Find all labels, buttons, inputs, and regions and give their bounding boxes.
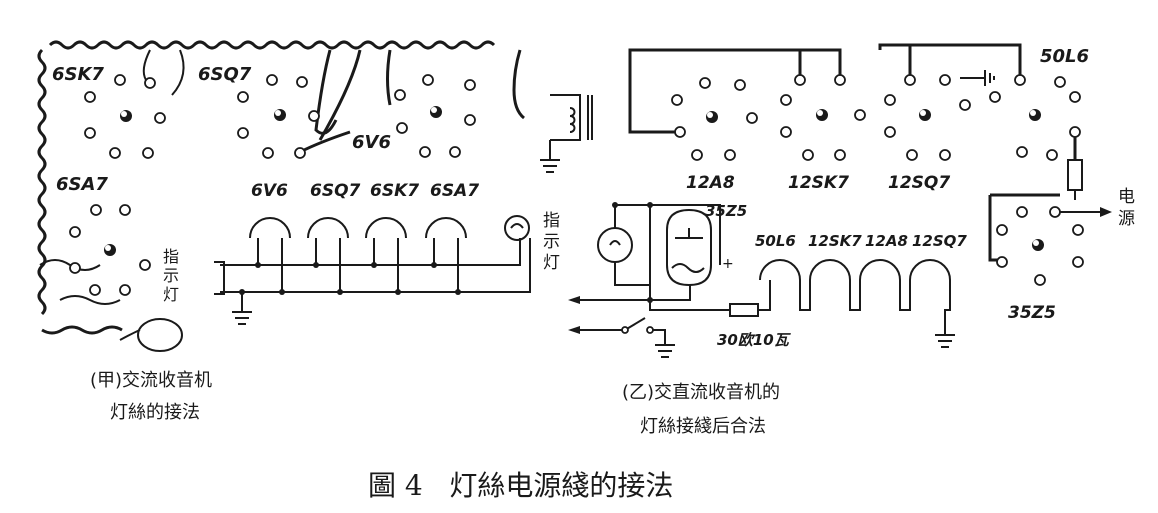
socket-35z5: 35Z5: [996, 206, 1084, 323]
socket-50l6: 50L6: [989, 46, 1089, 161]
socket-6sq7: 6SQ7: [198, 64, 320, 159]
tube-label: 6V6: [352, 132, 391, 153]
filaments-series: [759, 259, 951, 281]
panel-a-ac-receiver: 6SK7 6SQ7 6V6 6SA7: [37, 40, 593, 423]
wire-to-resistor: [649, 205, 730, 311]
socket-12sq7: 12SQ7: [884, 74, 971, 193]
schematic-tube-label: 6SQ7: [310, 181, 361, 201]
panel-b-ac-dc-receiver: 电源 12A8 12SK7 12SQ7 50L6: [568, 43, 1135, 437]
tube-label: 6SQ7: [198, 64, 252, 85]
tube-label: 6SK7: [52, 64, 104, 85]
power-label: 电源: [1118, 187, 1135, 229]
filament-6sa7: [425, 217, 467, 239]
socket-6sk7: 6SK7: [52, 64, 166, 159]
wire-transformer: [512, 49, 526, 120]
chassis-ground-top: [960, 70, 995, 86]
schematic-tube-label: 6SA7: [430, 181, 479, 201]
panel-b-caption-line1: (乙)交直流收音机的: [622, 382, 780, 403]
schematic-b: 35Z5 + 50L6 12SK7 12A8 12SQ7 30欧10瓦: [568, 202, 967, 358]
pilot-lamp-bulb: [119, 318, 183, 352]
bus-bottom: [220, 238, 531, 293]
schematic-tube-label: 6SK7: [370, 181, 419, 201]
wire-lamp: [59, 295, 121, 305]
rectifier-tube-35z5: [666, 208, 712, 287]
panel-a-caption-line1: (甲)交流收音机: [90, 370, 212, 391]
filament-6sk7: [365, 217, 407, 239]
panel-b-caption-line2: 灯絲接綫后合法: [640, 416, 766, 437]
output-transformer: [540, 94, 593, 173]
rectifier-label: 35Z5: [705, 202, 747, 220]
schematic-tube-label: 50L6: [755, 232, 796, 250]
socket-12sk7: 12SK7: [780, 74, 866, 193]
resistor-vertical: [1067, 159, 1083, 191]
heater-winding: [214, 261, 225, 295]
socket-label: 50L6: [1040, 46, 1089, 67]
socket-label: 12SQ7: [888, 173, 950, 193]
wire-6v6-c: [299, 130, 351, 154]
pilot-lamp-symbol-b: [597, 227, 633, 263]
filament-6sq7: [307, 217, 349, 239]
socket-label: 12A8: [686, 173, 735, 193]
tube-label: 6SA7: [56, 174, 108, 195]
wire-6sk7-b: [171, 49, 185, 96]
pilot-lamp-label: 指示灯: [543, 211, 560, 273]
filament-6v6: [249, 217, 291, 239]
resistor-30ohm: [729, 303, 759, 317]
bus-top: [220, 238, 521, 266]
figure-caption: 圖 4 灯絲电源綫的接法: [368, 469, 673, 502]
pilot-lamp-symbol: [504, 215, 530, 241]
schematic-tube-label: 12SQ7: [912, 232, 967, 250]
wire-6v6-b: [318, 49, 362, 141]
twisted-wire-bottom: [41, 325, 123, 335]
junction-dots: [239, 262, 461, 295]
wire-6v6-a: [314, 49, 338, 135]
socket-label: 35Z5: [1008, 303, 1056, 323]
pilot-lamp-label-left: 指示灯: [163, 247, 179, 304]
schematic-tube-label: 6V6: [251, 181, 288, 201]
socket-12a8: 12A8: [671, 77, 758, 193]
wire-6sq7: [386, 49, 392, 106]
schematic-tube-label: 12SK7: [808, 232, 862, 250]
socket-6v6: 6V6: [352, 74, 476, 158]
schematic-tube-label: 12A8: [865, 232, 908, 250]
panel-a-caption-line2: 灯絲的接法: [110, 402, 200, 423]
twisted-wire-vertical: [37, 48, 47, 316]
resistor-label: 30欧10瓦: [717, 331, 792, 349]
socket-6sa7: 6SA7: [56, 174, 151, 296]
plus-sign: +: [722, 256, 734, 272]
schematic-a: 6V6 6SQ7 6SK7 6SA7: [214, 181, 560, 325]
twisted-filament-wire-left: [48, 40, 496, 50]
wire-6sk7: [142, 49, 151, 81]
wire-left-arrow: [580, 285, 691, 301]
socket-label: 12SK7: [788, 173, 849, 193]
